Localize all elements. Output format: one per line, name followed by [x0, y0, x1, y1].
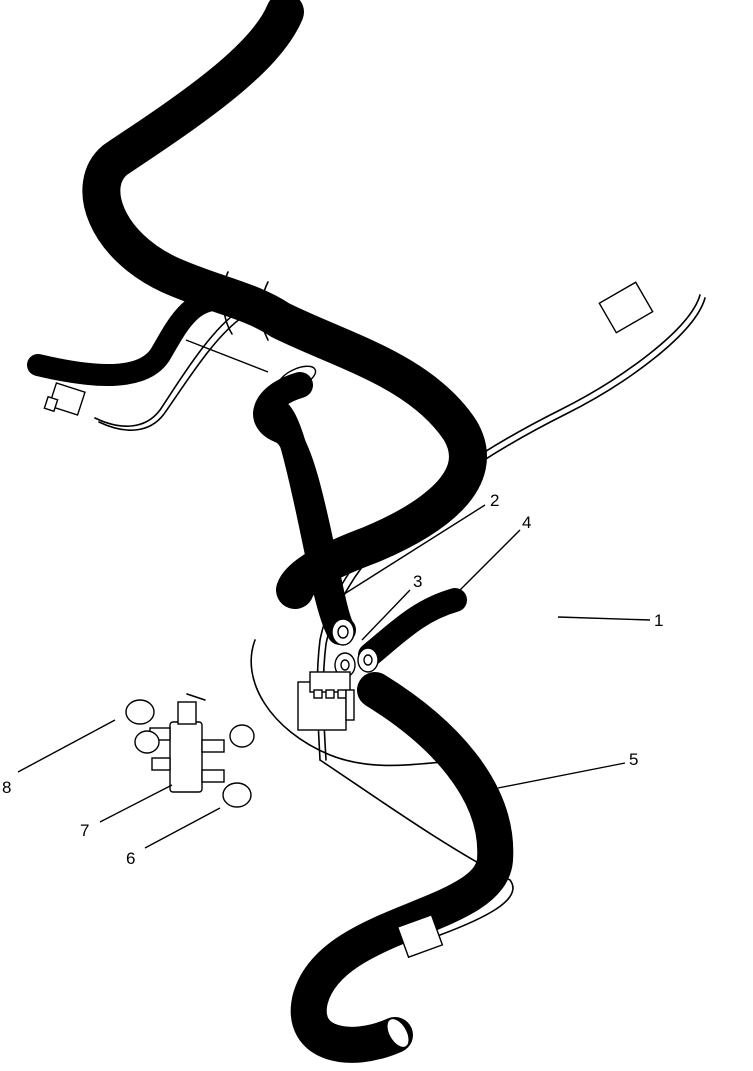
left-connector: [48, 382, 86, 416]
callout-7: 7: [80, 821, 89, 840]
callout-9: 9: [166, 329, 175, 348]
hose-3: [334, 652, 356, 678]
valve-assembly: [149, 693, 225, 793]
relay-block: [297, 671, 355, 731]
hose-2: [253, 372, 356, 646]
hose-4: [357, 588, 467, 673]
callout-6: 6: [126, 849, 135, 868]
callout-3: 3: [413, 572, 422, 591]
callout-1: 1: [654, 611, 663, 630]
callout-8: 8: [2, 778, 11, 797]
callout-5: 5: [629, 750, 638, 769]
lower-connector: [396, 913, 444, 959]
callout-2: 2: [490, 491, 499, 510]
callout-4: 4: [522, 513, 531, 532]
callout-labels: 1 2 3 4 5 6 7 8 9: [2, 329, 663, 868]
leader-lines: [17, 339, 651, 849]
hose-5: [290, 672, 514, 1063]
left-branch-harness: [27, 288, 245, 431]
cap-6: [222, 782, 252, 808]
cap-8: [125, 699, 255, 754]
right-connector: [598, 281, 654, 334]
